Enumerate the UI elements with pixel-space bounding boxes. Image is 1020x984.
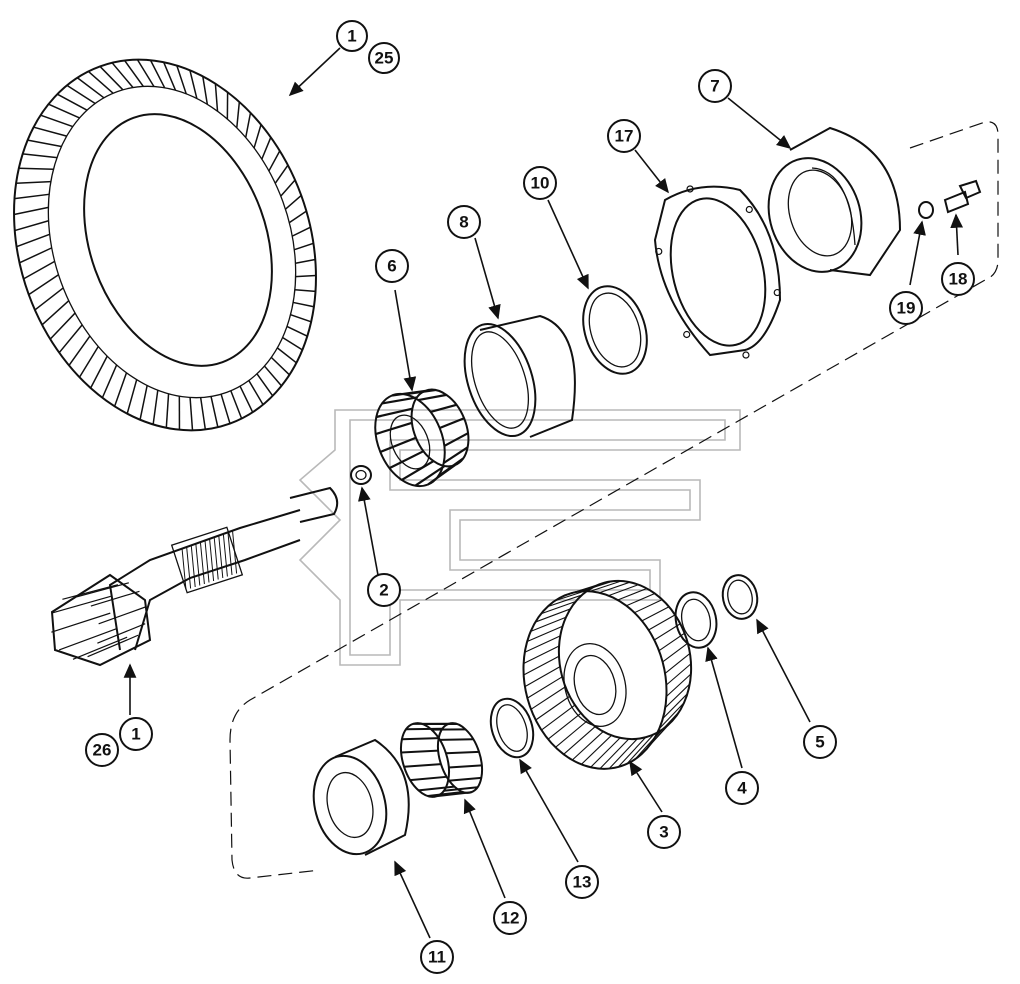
snap-ring-10	[582, 285, 648, 375]
callout-18: 18	[941, 262, 975, 296]
svg-text:18: 18	[949, 270, 968, 289]
svg-text:17: 17	[615, 127, 634, 146]
pinion-shaft	[50, 486, 339, 667]
washer-19	[918, 201, 934, 219]
callout-11: 11	[420, 940, 454, 974]
svg-text:8: 8	[459, 213, 468, 232]
callout-13: 13	[565, 865, 599, 899]
svg-text:26: 26	[93, 741, 112, 760]
svg-text:5: 5	[815, 733, 824, 752]
callout-19: 19	[889, 291, 923, 325]
snap-ring-13	[489, 697, 535, 759]
ring-gear	[13, 58, 317, 432]
callout-12: 12	[493, 901, 527, 935]
svg-text:11: 11	[428, 948, 446, 967]
leader-lines	[123, 47, 964, 939]
svg-text:2: 2	[379, 581, 388, 600]
callout-8: 8	[447, 205, 481, 239]
callout-17: 17	[607, 119, 641, 153]
watermark-logo	[298, 409, 741, 666]
callout-10: 10	[523, 166, 557, 200]
callout-4: 4	[725, 771, 759, 805]
svg-text:1: 1	[347, 27, 356, 46]
tapered-bearing-6	[374, 388, 470, 488]
bearing-cup-8	[463, 314, 576, 438]
callout-2: 2	[367, 573, 401, 607]
svg-text:6: 6	[387, 257, 396, 276]
callout-7: 7	[698, 69, 732, 103]
tapered-bearing-12	[400, 722, 484, 798]
callout-26: 26	[85, 733, 119, 767]
bearing-cup-11	[312, 738, 410, 856]
helical-gear-3	[522, 579, 693, 770]
svg-text:3: 3	[659, 823, 668, 842]
callout-1-bottom: 1	[119, 717, 153, 751]
svg-text:7: 7	[710, 77, 719, 96]
callout-25: 25	[368, 42, 400, 74]
svg-text:12: 12	[501, 909, 520, 928]
callout-6: 6	[375, 249, 409, 283]
part-2-plug	[350, 465, 372, 485]
bolt-18	[943, 179, 982, 214]
callout-3: 3	[647, 815, 681, 849]
svg-text:19: 19	[897, 299, 916, 318]
retainer-housing-7	[767, 126, 902, 277]
callout-5: 5	[803, 725, 837, 759]
snap-ring-5	[721, 574, 759, 620]
svg-text:25: 25	[375, 49, 394, 68]
assembly-dashed-outline	[229, 121, 999, 879]
gasket-17	[653, 185, 782, 359]
svg-text:13: 13	[573, 873, 592, 892]
svg-text:10: 10	[531, 174, 550, 193]
ring-4	[674, 591, 718, 649]
svg-text:1: 1	[131, 725, 140, 744]
svg-text:4: 4	[737, 779, 747, 798]
callout-1-top: 1	[336, 20, 368, 52]
